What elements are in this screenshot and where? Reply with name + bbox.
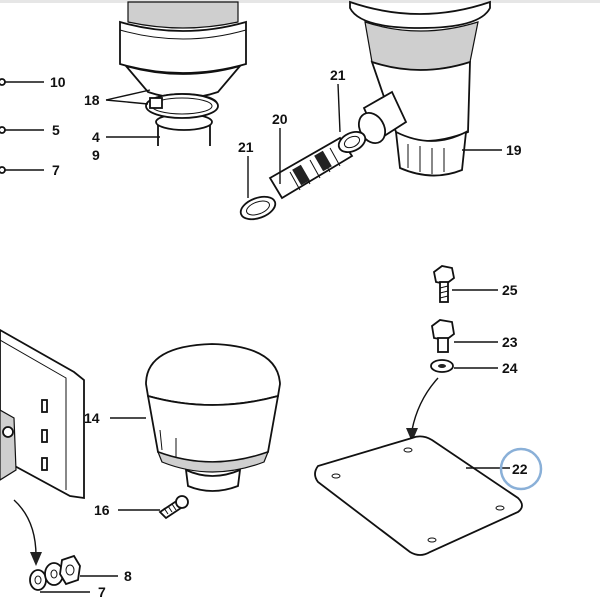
callout-8: 8: [124, 568, 132, 584]
callout-21-lower: 21: [238, 139, 254, 155]
washer-stack-7-8: [29, 554, 81, 591]
callout-4: 4: [92, 129, 100, 145]
arrow-head-bracket: [30, 552, 42, 566]
callout-22: 22: [512, 461, 528, 477]
callout-16: 16: [94, 502, 110, 518]
callout-7-upper: 7: [52, 162, 60, 178]
filter-assembly-19: [349, 0, 491, 177]
bolt-23: [431, 319, 455, 353]
arrow-bracket-to-washers: [13, 499, 37, 557]
breather-hose-20: [268, 136, 354, 200]
callout-22-highlight: [499, 447, 543, 491]
arrow-head-plate: [406, 428, 418, 442]
air-filter-dome-14: [145, 343, 281, 492]
mounting-bracket-left: [0, 328, 85, 500]
hose-clamp-21-upper: [337, 131, 367, 153]
air-filter-housing-upper-left: [119, 1, 247, 146]
callout-25: 25: [502, 282, 518, 298]
washer-24: [430, 359, 454, 373]
callout-23: 23: [502, 334, 518, 350]
hose-clamp-18: [145, 93, 219, 119]
callout-24: 24: [502, 360, 518, 376]
arrow-washer-to-plate: [411, 377, 439, 431]
callout-20: 20: [272, 111, 288, 127]
callout-7-lower: 7: [98, 584, 106, 600]
cover-plate-22: [314, 435, 523, 556]
callout-18: 18: [84, 92, 100, 108]
callout-14: 14: [84, 410, 100, 426]
callout-21-upper: 21: [330, 67, 346, 83]
callout-10: 10: [50, 74, 66, 90]
screw-16: [158, 495, 189, 520]
bolt-25: [433, 265, 455, 303]
callout-19: 19: [506, 142, 522, 158]
top-edge: [0, 0, 600, 3]
hose-clamp-21-lower: [239, 195, 277, 221]
callout-9: 9: [92, 147, 100, 163]
callout-5: 5: [52, 122, 60, 138]
leader-lines: [0, 78, 510, 593]
